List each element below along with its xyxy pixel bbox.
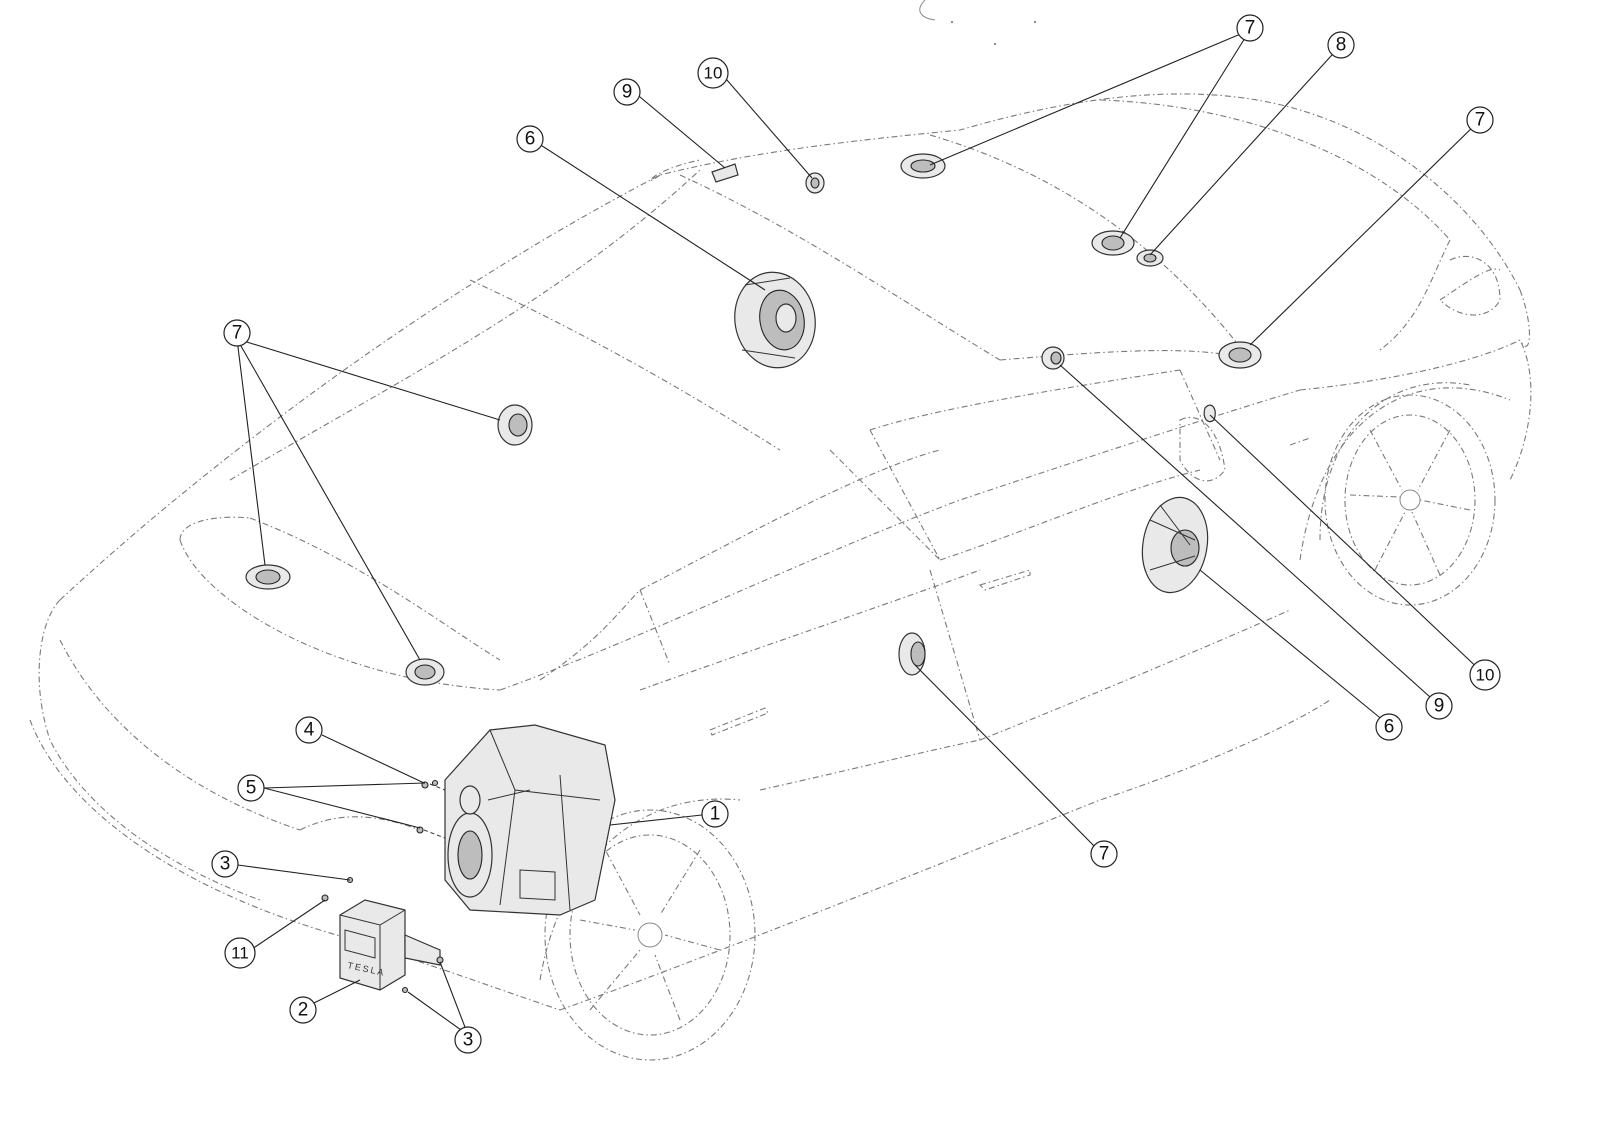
microphone-left [711, 163, 739, 183]
callout-7-door: 7 [1090, 840, 1118, 868]
callout-6-left: 6 [516, 125, 544, 153]
midrange-speaker-6 [1218, 341, 1262, 369]
leader-lines [236, 29, 1486, 1036]
svg-text:7: 7 [232, 323, 243, 344]
midrange-speaker-4 [900, 153, 946, 179]
subwoofer-enclosure [444, 724, 616, 916]
midrange-speaker-3 [405, 658, 445, 686]
midrange-speaker-2 [245, 564, 291, 590]
callout-1: 1 [701, 800, 729, 828]
callout-9-left: 9 [613, 78, 641, 106]
callout-3-upper: 3 [211, 850, 239, 878]
svg-text:9: 9 [1434, 696, 1445, 717]
svg-text:7: 7 [1475, 110, 1486, 131]
svg-text:4: 4 [304, 720, 315, 741]
fasteners [321, 779, 446, 994]
svg-text:2: 2 [298, 1000, 309, 1021]
callout-10-right: 10 [1469, 659, 1501, 691]
svg-text:10: 10 [1476, 666, 1495, 685]
svg-text:3: 3 [463, 1030, 474, 1051]
front-woofer-left [734, 271, 816, 369]
callout-10-left: 10 [697, 57, 729, 89]
callout-4: 4 [295, 716, 323, 744]
svg-text:6: 6 [1384, 717, 1395, 738]
callout-5: 5 [237, 774, 265, 802]
vehicle-outline [29, 0, 1532, 1061]
midrange-speaker-5 [1091, 230, 1135, 256]
svg-text:1: 1 [710, 804, 721, 825]
callout-8: 8 [1327, 31, 1355, 59]
callout-2: 2 [289, 996, 317, 1024]
svg-text:10: 10 [704, 64, 723, 83]
svg-text:8: 8 [1336, 35, 1347, 56]
svg-text:7: 7 [1245, 18, 1256, 39]
svg-text:6: 6 [525, 129, 536, 150]
front-woofer-right [1141, 496, 1209, 594]
svg-text:9: 9 [622, 82, 633, 103]
callout-11: 11 [224, 937, 256, 969]
callout-7-top: 7 [1236, 14, 1264, 42]
callout-6-right: 6 [1375, 713, 1403, 741]
svg-text:3: 3 [220, 854, 231, 875]
callout-7-rear: 7 [223, 319, 251, 347]
svg-text:11: 11 [231, 944, 249, 963]
svg-text:7: 7 [1099, 844, 1110, 865]
tweeter-left [805, 172, 825, 194]
microphone-right [1041, 346, 1065, 370]
svg-text:5: 5 [246, 778, 257, 799]
midrange-speaker-7 [898, 632, 926, 676]
tweeter-center [1136, 249, 1164, 267]
callout-9-right: 9 [1425, 692, 1453, 720]
amplifier: TESLA [339, 899, 441, 991]
midrange-speaker-1 [497, 404, 533, 446]
callout-7-front: 7 [1466, 106, 1494, 134]
callout-3-lower: 3 [454, 1026, 482, 1054]
